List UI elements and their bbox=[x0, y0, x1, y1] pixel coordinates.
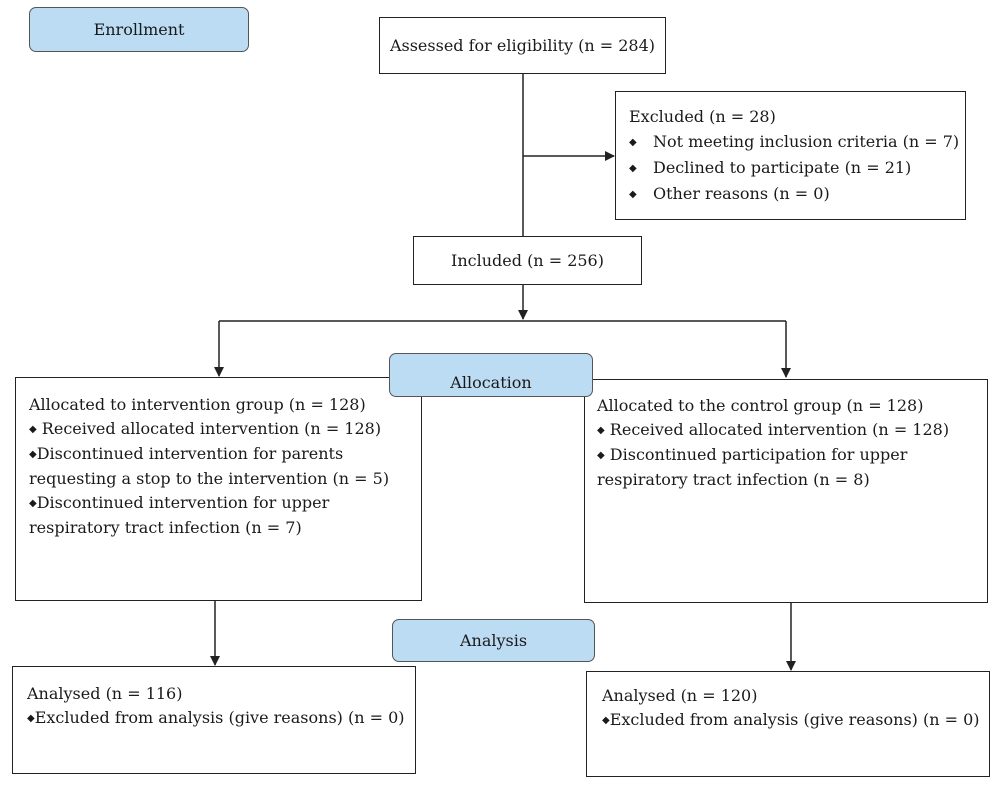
excluded-item: ◆Not meeting inclusion criteria (n = 7) bbox=[629, 132, 960, 151]
intervention-item: ◆Discontinued intervention for upper bbox=[29, 493, 330, 512]
analysis-control-box: Analysed (n = 120) ◆Excluded from analys… bbox=[586, 671, 990, 777]
control-item: ◆ Discontinued participation for upper bbox=[597, 445, 908, 464]
analysis-control-title: Analysed (n = 120) bbox=[602, 686, 758, 705]
intervention-item: ◆Discontinued intervention for parents bbox=[29, 444, 344, 463]
analysis-control-item: ◆Excluded from analysis (give reasons) (… bbox=[602, 710, 980, 729]
control-item-cont: respiratory tract infection (n = 8) bbox=[597, 470, 870, 489]
intervention-item-cont: requesting a stop to the intervention (n… bbox=[29, 469, 390, 488]
stage-enrollment: Enrollment bbox=[29, 7, 249, 52]
control-box: Allocated to the control group (n = 128)… bbox=[584, 379, 988, 603]
included-box: Included (n = 256) bbox=[413, 236, 642, 285]
control-item: ◆ Received allocated intervention (n = 1… bbox=[597, 420, 950, 439]
intervention-title: Allocated to intervention group (n = 128… bbox=[29, 395, 366, 414]
bullet-icon: ◆ bbox=[29, 498, 37, 509]
analysis-intervention-title: Analysed (n = 116) bbox=[27, 684, 183, 703]
control-title: Allocated to the control group (n = 128) bbox=[597, 396, 924, 415]
bullet-icon: ◆ bbox=[602, 715, 610, 726]
analysis-intervention-box: Analysed (n = 116) ◆Excluded from analys… bbox=[12, 666, 416, 774]
bullet-icon: ◆ bbox=[597, 425, 605, 436]
bullet-icon: ◆ bbox=[629, 163, 637, 174]
bullet-icon: ◆ bbox=[29, 424, 37, 435]
bullet-icon: ◆ bbox=[29, 449, 37, 460]
stage-analysis-label: Analysis bbox=[459, 631, 528, 650]
excluded-item: ◆Declined to participate (n = 21) bbox=[629, 158, 912, 177]
bullet-icon: ◆ bbox=[629, 189, 637, 200]
intervention-item-cont: respiratory tract infection (n = 7) bbox=[29, 518, 302, 537]
stage-analysis: Analysis bbox=[392, 619, 595, 662]
assessed-box: Assessed for eligibility (n = 284) bbox=[379, 17, 666, 74]
excluded-title: Excluded (n = 28) bbox=[629, 107, 776, 126]
assessed-label: Assessed for eligibility (n = 284) bbox=[389, 35, 656, 55]
included-label: Included (n = 256) bbox=[451, 250, 604, 270]
bullet-icon: ◆ bbox=[597, 450, 605, 461]
intervention-item: ◆ Received allocated intervention (n = 1… bbox=[29, 419, 382, 438]
analysis-intervention-item: ◆Excluded from analysis (give reasons) (… bbox=[27, 708, 405, 727]
bullet-icon: ◆ bbox=[27, 713, 35, 724]
stage-allocation: Allocation bbox=[389, 353, 593, 397]
stage-enrollment-label: Enrollment bbox=[93, 20, 185, 39]
excluded-box: Excluded (n = 28) ◆Not meeting inclusion… bbox=[615, 91, 966, 220]
stage-allocation-label: Allocation bbox=[450, 373, 532, 392]
excluded-item: ◆Other reasons (n = 0) bbox=[629, 184, 830, 203]
bullet-icon: ◆ bbox=[629, 137, 637, 148]
intervention-box: Allocated to intervention group (n = 128… bbox=[15, 377, 422, 601]
